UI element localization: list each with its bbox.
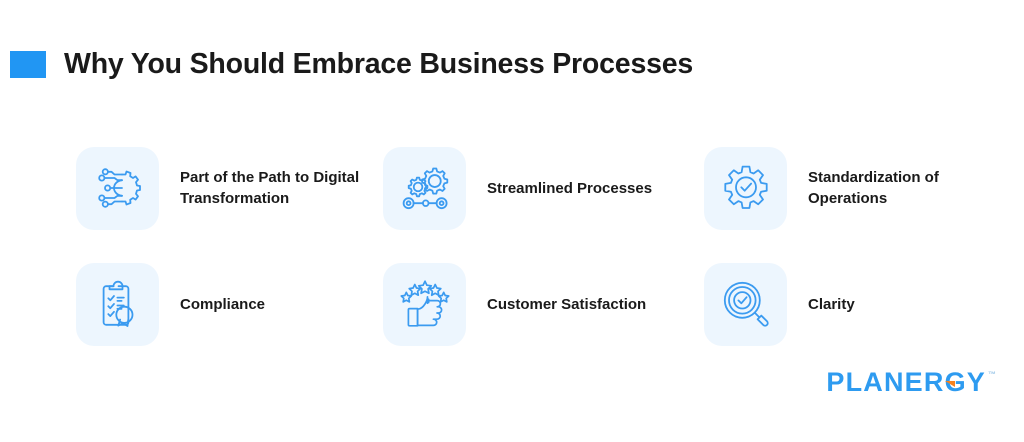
logo-g-accent-icon (945, 381, 955, 387)
benefit-label: Standardization of Operations (808, 169, 939, 207)
benefit-label: Customer Satisfaction (487, 295, 647, 313)
benefit-label: Clarity (808, 295, 855, 313)
benefit-item-streamlined-processes: Streamlined Processes (383, 130, 704, 246)
benefit-item-standardization: Standardization of Operations (704, 130, 1006, 246)
benefit-label: Streamlined Processes (487, 179, 653, 197)
logo-trademark: ™ (988, 370, 996, 379)
benefit-item-compliance: Compliance (76, 246, 383, 362)
logo-wordmark: PLANERGY (826, 369, 986, 396)
benefits-grid: Part of the Path to Digital Transformati… (76, 130, 1006, 362)
benefit-item-digital-transformation: Part of the Path to Digital Transformati… (76, 130, 383, 246)
logo-text: PLANERGY (826, 367, 986, 397)
header-accent-block (10, 50, 46, 78)
benefit-item-customer-satisfaction: Customer Satisfaction (383, 246, 704, 362)
clipboard-checklist-seal-icon (76, 262, 159, 346)
benefit-label: Part of the Path to Digital Transformati… (180, 169, 360, 207)
magnifier-check-icon (704, 262, 787, 346)
gears-process-flow-icon (383, 146, 466, 230)
benefit-item-clarity: Clarity (704, 246, 1006, 362)
digital-transformation-icon (76, 146, 159, 230)
page-title: Why You Should Embrace Business Processe… (64, 47, 694, 80)
benefit-label: Compliance (180, 295, 266, 313)
thumbs-up-stars-icon (383, 262, 466, 346)
gear-check-icon (704, 146, 787, 230)
planergy-logo: PLANERGY ™ (826, 369, 996, 396)
page-header: Why You Should Embrace Business Processe… (0, 44, 693, 84)
